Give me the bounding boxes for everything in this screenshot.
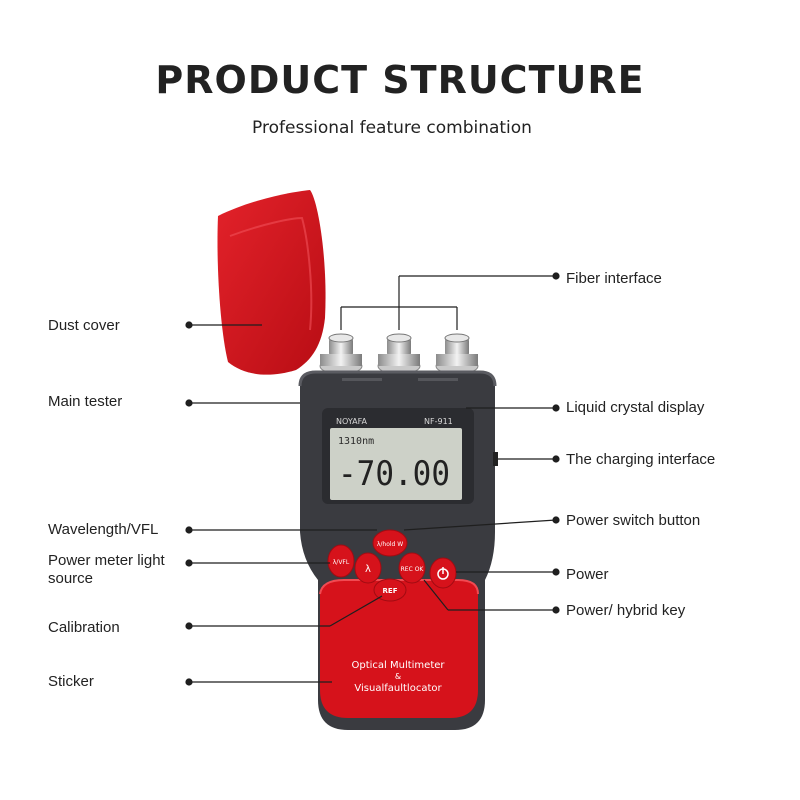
label-sticker: Sticker [48,673,94,690]
lcd-value: -70.00 [338,454,450,494]
charging-port[interactable] [493,452,498,466]
page-title: PRODUCT STRUCTURE [155,58,645,102]
sticker-line-2: & [395,672,401,681]
brand-label: NOYAFA [336,417,367,426]
button-middle-label: λ [365,564,371,575]
right-leader-lines [340,272,560,614]
sticker-line-1: Optical Multimeter [351,660,445,671]
button-left-label: λ/VFL [333,559,350,566]
fiber-connectors[interactable] [319,333,479,375]
label-calibration: Calibration [48,619,120,636]
calibration-button[interactable]: REF [373,578,407,602]
button-right-label: REC OK [401,566,425,573]
left-leader-lines [185,321,383,686]
sticker-panel [320,580,478,718]
power-meter-light-source-button[interactable]: λ/VFL [327,544,355,578]
dust-cover-part[interactable] [217,190,326,375]
power-button[interactable] [429,557,457,589]
label-power-meter-light-source: Power meter light source [48,552,165,587]
hybrid-key-button[interactable]: REC OK [398,552,426,584]
model-label: NF-911 [424,417,453,426]
label-liquid-crystal-display: Liquid crystal display [566,399,705,416]
label-main-tester: Main tester [48,393,123,410]
lambda-button[interactable]: λ [354,552,382,584]
wavelength-vfl-button[interactable]: λ/hold W [372,529,408,557]
lcd-screen [330,428,462,500]
label-dust-cover: Dust cover [48,317,120,334]
label-power: Power [566,566,609,583]
label-power-switch-button: Power switch button [566,512,701,529]
button-top-label: λ/hold W [377,541,403,548]
fiber-connector-1 [319,333,363,375]
lcd-wavelength: 1310nm [338,436,374,447]
label-wavelength-vfl: Wavelength/VFL [48,521,159,538]
fiber-connector-2 [377,333,421,375]
label-fiber-interface: Fiber interface [566,270,662,287]
label-power-hybrid-key: Power/ hybrid key [566,602,686,619]
sticker-line-3: Visualfaultlocator [354,683,442,694]
fiber-connector-3 [435,333,479,375]
button-bottom-label: REF [383,587,398,595]
page-subtitle: Professional feature combination [252,118,532,138]
label-charging-interface: The charging interface [566,451,716,468]
